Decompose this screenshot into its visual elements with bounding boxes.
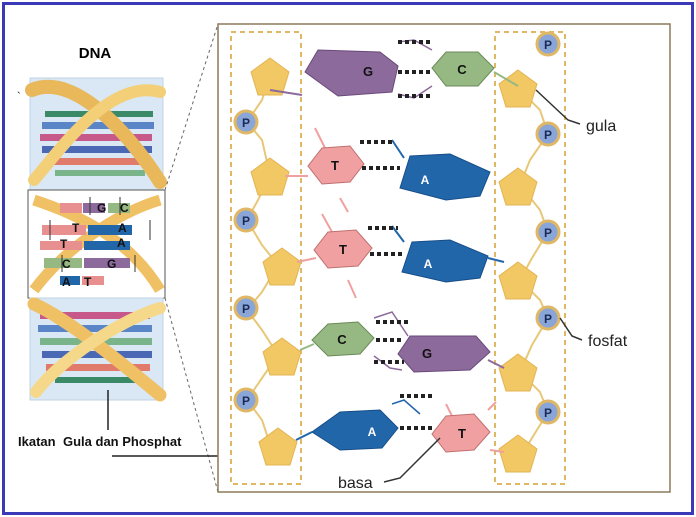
phosphate-circle-icon: P bbox=[233, 207, 259, 233]
helix-letter: C bbox=[62, 257, 71, 271]
pentagon-icon bbox=[250, 57, 290, 96]
base-letter: A bbox=[421, 173, 430, 187]
hexagon-icon bbox=[431, 51, 495, 87]
phosphate-symbol: P bbox=[544, 226, 552, 240]
hexagon-icon bbox=[401, 239, 489, 283]
phosphate-circle-icon: P bbox=[233, 109, 259, 135]
zoom-line bbox=[164, 297, 219, 493]
helix-letter: A bbox=[118, 221, 127, 235]
pentagon-icon bbox=[498, 353, 538, 392]
helix-letter: T bbox=[60, 237, 68, 251]
phosphate-symbol: P bbox=[242, 394, 250, 408]
helix-letter: A bbox=[62, 275, 71, 289]
gula-pointer bbox=[535, 89, 581, 125]
helix-letter: C bbox=[120, 201, 129, 215]
phosphate-symbol: P bbox=[544, 406, 552, 420]
ikatan-label-rest: Gula dan Phosphat bbox=[63, 434, 182, 449]
phosphates: P P P P P P P P P bbox=[233, 31, 561, 425]
hexagon-icon bbox=[307, 145, 365, 185]
basa-label: basa bbox=[338, 475, 373, 492]
hexagon-icon bbox=[399, 153, 491, 201]
hexagon-icon bbox=[311, 321, 375, 357]
helix-letter: G bbox=[97, 201, 106, 215]
base-letter: C bbox=[457, 62, 467, 77]
pentagon-icon bbox=[250, 157, 290, 196]
hexagon-icon bbox=[431, 413, 491, 453]
base-letter: T bbox=[339, 242, 347, 257]
pentagon-icon bbox=[262, 247, 302, 286]
hexagon-icon bbox=[304, 49, 399, 97]
phosphate-symbol: P bbox=[242, 302, 250, 316]
helix-letter: A bbox=[117, 236, 126, 250]
base-pair: T A bbox=[285, 127, 491, 213]
helix-letter: T bbox=[72, 221, 80, 235]
phosphate-circle-icon: P bbox=[535, 31, 561, 57]
left-sugars bbox=[250, 57, 302, 466]
phosphate-circle-icon: P bbox=[233, 295, 259, 321]
base-letter: G bbox=[422, 346, 432, 361]
helix-letter: T bbox=[84, 275, 92, 289]
phosphate-symbol: P bbox=[544, 38, 552, 52]
hexagon-icon bbox=[311, 409, 399, 451]
basa-pointer bbox=[383, 437, 441, 483]
base-pair: C G bbox=[299, 311, 505, 373]
dna-title: DNA bbox=[79, 45, 112, 62]
dna-helix: G C T A A T C G A T bbox=[25, 77, 167, 402]
helix-letter: G bbox=[107, 257, 116, 271]
pentagon-icon bbox=[498, 261, 538, 300]
phosphate-circle-icon: P bbox=[535, 219, 561, 245]
zoom-line bbox=[164, 23, 219, 191]
phosphate-circle-icon: P bbox=[535, 121, 561, 147]
hexagon-icon bbox=[397, 335, 491, 373]
fosfat-label: fosfat bbox=[588, 333, 628, 350]
base-letter: A bbox=[368, 425, 377, 439]
phosphate-symbol: P bbox=[242, 116, 250, 130]
base-pair: T A bbox=[296, 213, 505, 299]
phosphate-circle-icon: P bbox=[535, 305, 561, 331]
base-letter: G bbox=[363, 64, 373, 79]
base-letter: T bbox=[458, 426, 466, 441]
ikatan-label: Ikatan bbox=[18, 434, 56, 449]
base-pair: G C bbox=[269, 39, 519, 99]
base-pair: A T bbox=[295, 394, 505, 453]
hexagon-icon bbox=[313, 229, 373, 269]
fosfat-pointer bbox=[559, 317, 583, 341]
phosphate-symbol: P bbox=[242, 214, 250, 228]
phosphate-circle-icon: P bbox=[535, 399, 561, 425]
base-letter: T bbox=[331, 158, 339, 173]
pentagon-icon bbox=[498, 434, 538, 473]
phosphate-symbol: P bbox=[544, 312, 552, 326]
pentagon-icon bbox=[498, 167, 538, 206]
gula-label: gula bbox=[586, 118, 616, 135]
phosphate-circle-icon: P bbox=[233, 387, 259, 413]
base-letter: C bbox=[337, 332, 347, 347]
phosphate-symbol: P bbox=[544, 128, 552, 142]
pentagon-icon bbox=[262, 337, 302, 376]
pentagon-icon bbox=[498, 69, 538, 108]
base-letter: A bbox=[424, 257, 433, 271]
right-sugars bbox=[498, 69, 538, 473]
stray-mark: ` bbox=[17, 91, 21, 103]
pentagon-icon bbox=[258, 427, 298, 466]
